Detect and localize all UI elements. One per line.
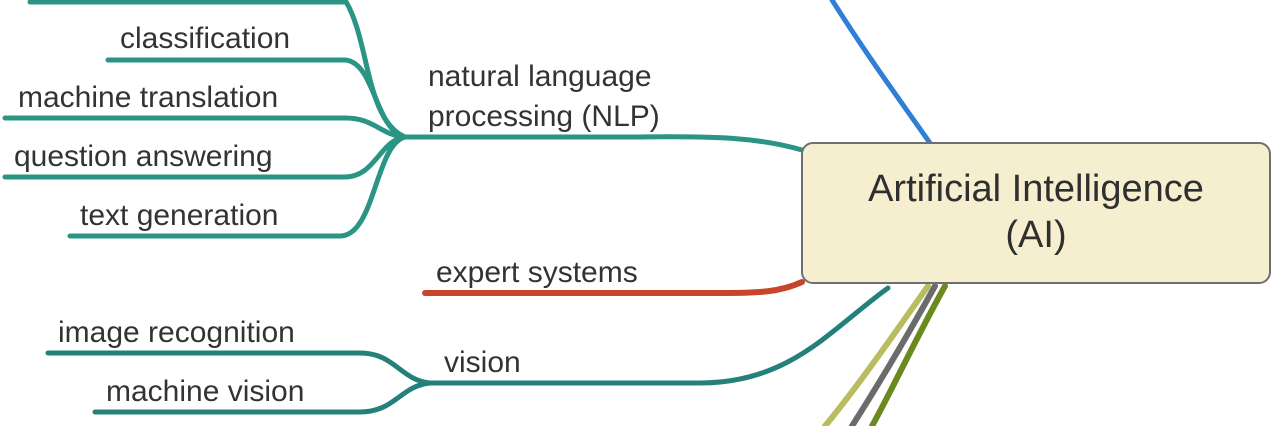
node-machine-vision[interactable]: machine vision (106, 375, 305, 408)
connector-offscreen-green (869, 283, 948, 426)
node-image-recognition[interactable]: image recognition (58, 316, 295, 349)
nlp-label-line1[interactable]: natural language (428, 60, 652, 93)
node-expert-systems[interactable]: expert systems (436, 256, 638, 289)
connector-nlp-machine-translation (2, 115, 408, 140)
node-text-generation[interactable]: text generation (80, 199, 279, 232)
connector-vision-image-recognition (45, 350, 433, 386)
root-title-line2: (AI) (1005, 214, 1067, 256)
connector-expert-systems (422, 279, 805, 296)
connector-nlp-classification (105, 57, 408, 140)
node-machine-translation[interactable]: machine translation (18, 81, 279, 114)
nlp-label-line2[interactable]: processing (NLP) (428, 100, 660, 133)
connector-vision-machine-vision (92, 380, 433, 415)
connector-offscreen-olive (822, 283, 931, 426)
node-classification[interactable]: classification (120, 22, 291, 55)
connector-vision (427, 285, 891, 386)
connector-offscreen-gray (849, 283, 938, 426)
root-node[interactable]: Artificial Intelligence (AI) (801, 142, 1271, 284)
connector-nlp-text-generation (67, 134, 408, 239)
connector-nlp (402, 134, 805, 153)
connector-offscreen-blue (829, 0, 935, 149)
root-title-line1: Artificial Intelligence (868, 168, 1204, 211)
node-vision[interactable]: vision (444, 346, 521, 379)
node-question-answering[interactable]: question answering (14, 140, 273, 173)
